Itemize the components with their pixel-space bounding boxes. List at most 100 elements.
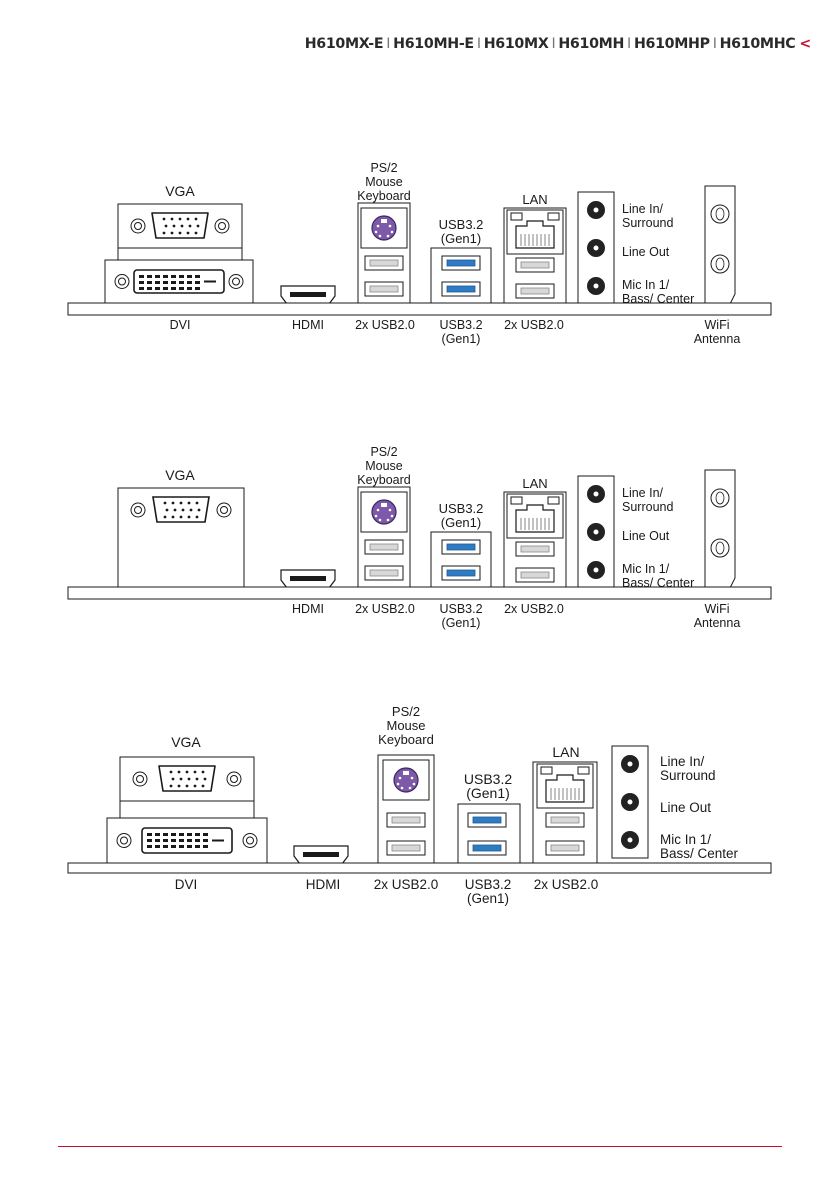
vga-pin bbox=[186, 217, 190, 221]
dvi-pin bbox=[163, 281, 168, 284]
usb2-tongue bbox=[520, 287, 550, 295]
lan-led-left bbox=[510, 212, 523, 221]
vga-pin bbox=[185, 770, 189, 774]
usb2-tongue bbox=[520, 261, 550, 269]
dvi-pin bbox=[203, 839, 208, 842]
ps2-pin bbox=[386, 234, 390, 238]
ps2-pin bbox=[390, 230, 394, 234]
vga-pin bbox=[201, 770, 205, 774]
usb20-b-label: 2x USB2.0 bbox=[533, 877, 599, 892]
lan-led-right bbox=[577, 766, 590, 775]
ps2-pin bbox=[378, 234, 382, 238]
ps2-pin bbox=[412, 782, 416, 786]
ps2-pin bbox=[408, 786, 412, 790]
usb3-tongue bbox=[446, 259, 476, 267]
dvi-pin bbox=[147, 839, 152, 842]
vga-pin bbox=[179, 501, 183, 505]
dvi-pin bbox=[139, 275, 144, 278]
dvi-pin bbox=[171, 845, 176, 848]
hdmi-tongue bbox=[290, 576, 326, 581]
dvi-pin bbox=[147, 281, 152, 284]
wifi-antenna-core bbox=[715, 207, 725, 221]
dvi-pin bbox=[195, 275, 200, 278]
wifi-antenna-core bbox=[715, 491, 725, 505]
vga-screw-left-inner bbox=[136, 775, 144, 783]
separator: I bbox=[551, 36, 556, 52]
vga-pin bbox=[195, 515, 199, 519]
dvi-pin bbox=[163, 845, 168, 848]
vga-pin bbox=[193, 784, 197, 788]
dvi-screw-right-inner bbox=[246, 836, 254, 845]
usb3-tongue bbox=[472, 844, 502, 852]
vga-pin bbox=[196, 224, 200, 228]
dvi-pin bbox=[179, 287, 184, 290]
audio-jack-hole bbox=[626, 836, 634, 844]
dvi-pin bbox=[139, 281, 144, 284]
ps2-key bbox=[381, 503, 387, 507]
model-5: H610MHC bbox=[719, 36, 796, 52]
vga-pin bbox=[162, 217, 166, 221]
mic-in-label: Mic In 1/Bass/ Center bbox=[660, 832, 739, 861]
audio-jack-hole bbox=[626, 760, 634, 768]
mic-in-label: Mic In 1/Bass/ Center bbox=[622, 278, 695, 306]
vga-pin bbox=[193, 770, 197, 774]
ps2-key bbox=[403, 771, 409, 775]
vga-pin bbox=[171, 777, 175, 781]
dvi-pin bbox=[155, 281, 160, 284]
dvi-pin bbox=[163, 833, 168, 836]
usb32-bottom-label: USB3.2(Gen1) bbox=[439, 602, 483, 630]
model-0: H610MX-E bbox=[304, 36, 384, 52]
wifi-antenna-core bbox=[715, 541, 725, 555]
dvi-pin bbox=[195, 839, 200, 842]
vga-pin bbox=[179, 777, 183, 781]
lan-socket bbox=[545, 774, 585, 803]
vga-pin bbox=[179, 515, 183, 519]
vga-screw-right-inner bbox=[220, 506, 228, 514]
usb32-top-label: USB3.2(Gen1) bbox=[438, 217, 484, 246]
line-out-label: Line Out bbox=[622, 245, 670, 259]
usb32-top-label: USB3.2(Gen1) bbox=[438, 501, 484, 530]
vga-pin bbox=[170, 231, 174, 235]
vga-pin bbox=[189, 508, 193, 512]
ps2-pin bbox=[386, 518, 390, 522]
dvi-pin bbox=[203, 833, 208, 836]
ps2-pin bbox=[396, 782, 400, 786]
ps2-pin bbox=[374, 514, 378, 518]
wifi-antenna-core bbox=[715, 257, 725, 271]
usb2-tongue bbox=[369, 259, 399, 267]
ps2-connector bbox=[371, 215, 397, 241]
dvi-pin bbox=[195, 833, 200, 836]
vga-pin bbox=[169, 784, 173, 788]
dvi-label: DVI bbox=[174, 877, 198, 892]
lan-label: LAN bbox=[522, 192, 548, 207]
wifi-bracket bbox=[704, 469, 736, 591]
mic-in-label: Mic In 1/Bass/ Center bbox=[622, 562, 695, 590]
hdmi-label: HDMI bbox=[292, 318, 324, 332]
model-3: H610MH bbox=[558, 36, 625, 52]
vga-screw-left-inner bbox=[134, 222, 142, 230]
vga-pin bbox=[203, 777, 207, 781]
dvi-pin bbox=[171, 287, 176, 290]
vga-connector bbox=[152, 496, 210, 523]
dvi-pin bbox=[163, 839, 168, 842]
vga-pin bbox=[194, 231, 198, 235]
dvi-pin bbox=[179, 845, 184, 848]
ps2-pin bbox=[390, 514, 394, 518]
dvi-pin bbox=[171, 281, 176, 284]
ps2-pin bbox=[388, 224, 392, 228]
vga-pin bbox=[185, 784, 189, 788]
separator: I bbox=[712, 36, 717, 52]
model-2: H610MX bbox=[483, 36, 549, 52]
usb2-tongue bbox=[391, 816, 421, 824]
vga-pin bbox=[165, 508, 169, 512]
io-shield-baseline bbox=[67, 862, 772, 874]
ps2-pin bbox=[374, 230, 378, 234]
ps2-key bbox=[381, 219, 387, 223]
vga-pin bbox=[195, 501, 199, 505]
usb3-tongue bbox=[472, 816, 502, 824]
dvi-screw-left-inner bbox=[118, 277, 126, 286]
